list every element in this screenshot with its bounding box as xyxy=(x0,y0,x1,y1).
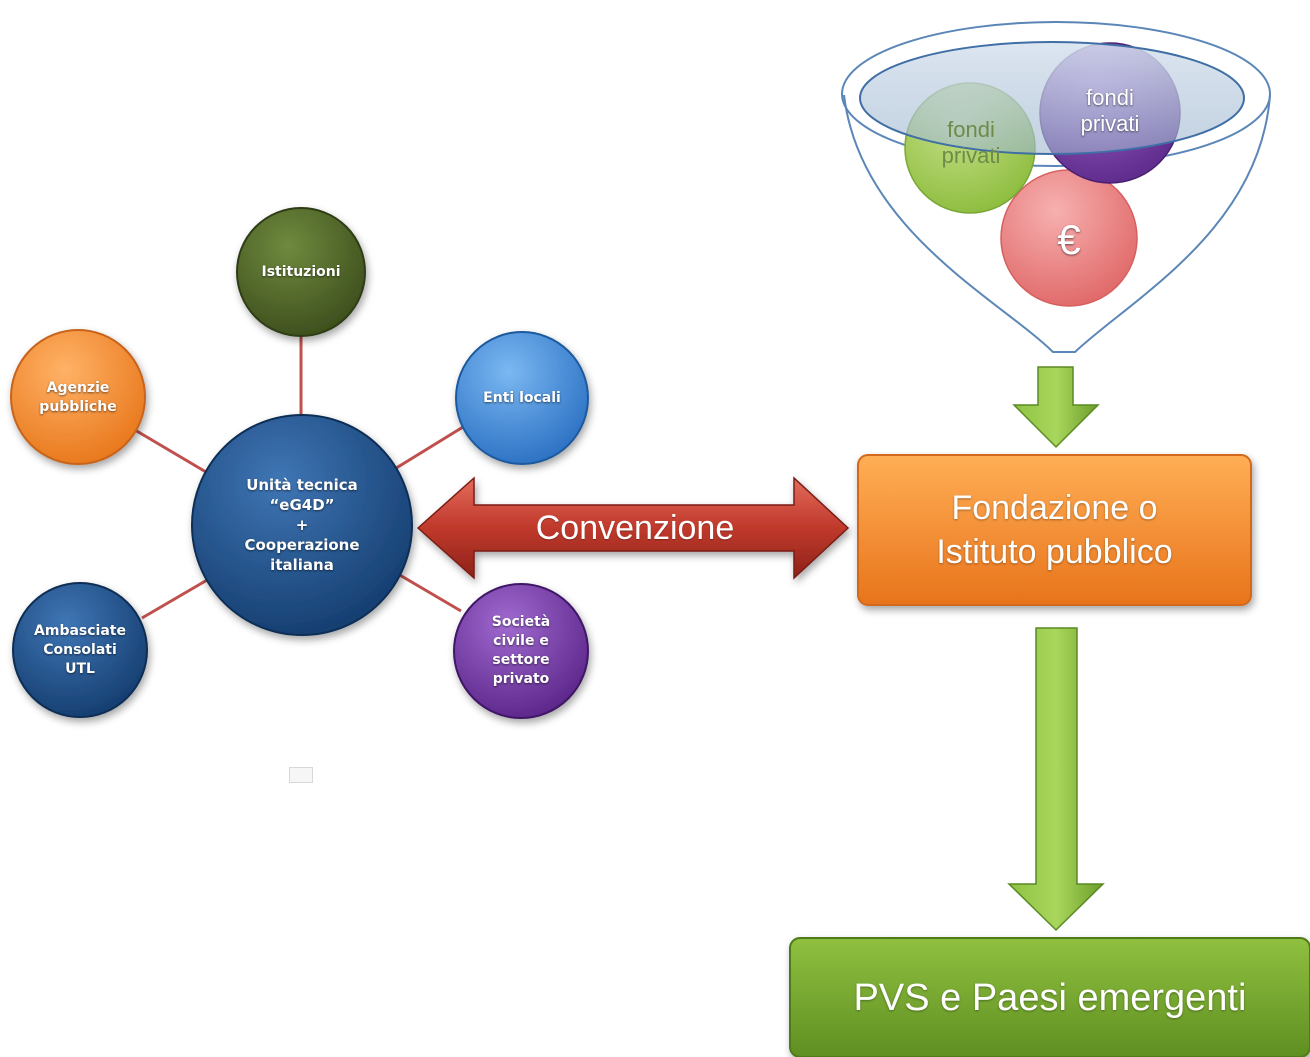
link-agenzie xyxy=(134,428,207,474)
node-agenzie-shape xyxy=(10,329,146,465)
node-ambasciate-shape xyxy=(12,582,148,718)
destination-box xyxy=(789,937,1310,1057)
node-istituzioni-shape xyxy=(236,207,366,337)
arrow-foundation-to-destination xyxy=(1007,627,1105,932)
convenzione-arrow xyxy=(416,476,850,580)
funnel-rim xyxy=(841,21,1271,167)
foundation-box xyxy=(857,454,1252,606)
link-enti-locali xyxy=(392,425,464,472)
link-societa xyxy=(397,572,462,613)
hub-center-shape xyxy=(191,414,413,636)
node-enti-locali-shape xyxy=(455,331,589,465)
node-societa-shape xyxy=(453,583,589,719)
funnel-lens xyxy=(859,41,1245,155)
arrow-funnel-to-foundation xyxy=(1012,366,1100,449)
placeholder-mark xyxy=(289,767,313,783)
funnel xyxy=(841,21,1271,353)
hub-links xyxy=(134,332,464,620)
fund-euro-ball xyxy=(1000,169,1138,307)
link-ambasciate xyxy=(141,574,215,620)
